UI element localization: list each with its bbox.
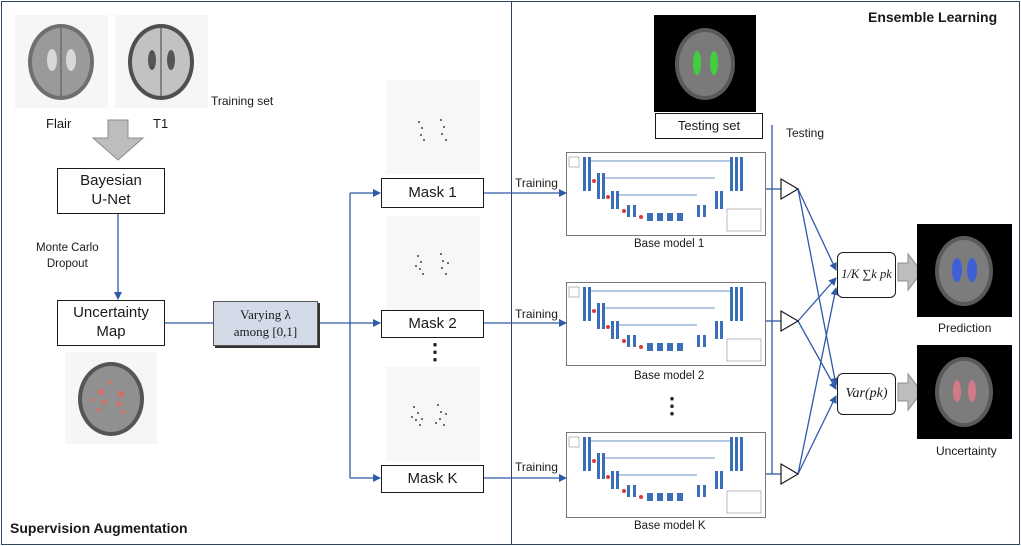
mask-k-box: Mask K bbox=[381, 465, 484, 493]
base-model-k-label: Base model K bbox=[634, 520, 706, 532]
testing-brain-image bbox=[654, 15, 756, 112]
mean-formula-box: 1/K ∑k pk bbox=[837, 252, 896, 298]
mask-ellipsis: ⋮ bbox=[424, 339, 446, 364]
model-ellipsis: ⋮ bbox=[661, 393, 683, 418]
uncertainty-map-line2: Map bbox=[96, 323, 126, 340]
monte-carlo-dropout-label: Monte Carlo Dropout bbox=[36, 240, 99, 272]
base-model-2-label: Base model 2 bbox=[634, 370, 705, 382]
t1-label: T1 bbox=[153, 116, 169, 131]
varying-lambda-box: Varying λ among [0,1] bbox=[213, 301, 318, 346]
supervision-augmentation-title: Supervision Augmentation bbox=[10, 520, 188, 536]
t1-brain-image bbox=[115, 15, 208, 108]
bayesian-unet-box: Bayesian U-Net bbox=[57, 168, 165, 214]
variance-formula-box: Var(pk) bbox=[837, 373, 896, 415]
mask-1-image bbox=[386, 80, 480, 174]
mask-2-image bbox=[386, 216, 480, 310]
varying-lambda-line2: among [0,1] bbox=[233, 323, 298, 339]
uncertainty-label: Uncertainty bbox=[936, 444, 997, 458]
testing-set-box: Testing set bbox=[655, 113, 763, 139]
training-label-k: Training bbox=[515, 460, 558, 474]
mask-k-image bbox=[386, 367, 480, 461]
flair-brain-image bbox=[15, 15, 108, 108]
training-label-1: Training bbox=[515, 176, 558, 190]
dropout-line2: Dropout bbox=[46, 258, 88, 271]
dropout-line1: Monte Carlo bbox=[36, 242, 99, 254]
varying-lambda-line1: Varying λ bbox=[240, 307, 291, 323]
base-model-k-diagram bbox=[566, 432, 766, 518]
prediction-label: Prediction bbox=[938, 321, 992, 335]
bayesian-unet-line2: U-Net bbox=[91, 191, 131, 208]
flair-label: Flair bbox=[46, 116, 72, 131]
base-model-2-diagram bbox=[566, 282, 766, 366]
base-model-1-diagram bbox=[566, 152, 766, 236]
training-label-2: Training bbox=[515, 307, 558, 321]
uncertainty-map-image bbox=[65, 352, 157, 444]
base-model-1-label: Base model 1 bbox=[634, 238, 705, 250]
uncertainty-map-line1: Uncertainty bbox=[73, 304, 149, 322]
bayesian-unet-line1: Bayesian bbox=[80, 172, 142, 190]
mask-2-box: Mask 2 bbox=[381, 310, 484, 338]
uncertainty-map-box: Uncertainty Map bbox=[57, 300, 165, 346]
mask-1-box: Mask 1 bbox=[381, 178, 484, 208]
testing-label: Testing bbox=[786, 126, 825, 140]
prediction-brain-image bbox=[917, 224, 1012, 317]
uncertainty-brain-image bbox=[917, 345, 1012, 439]
ensemble-learning-panel bbox=[511, 1, 1020, 545]
ensemble-learning-title: Ensemble Learning bbox=[868, 9, 998, 25]
training-set-label: Training set bbox=[211, 94, 274, 108]
